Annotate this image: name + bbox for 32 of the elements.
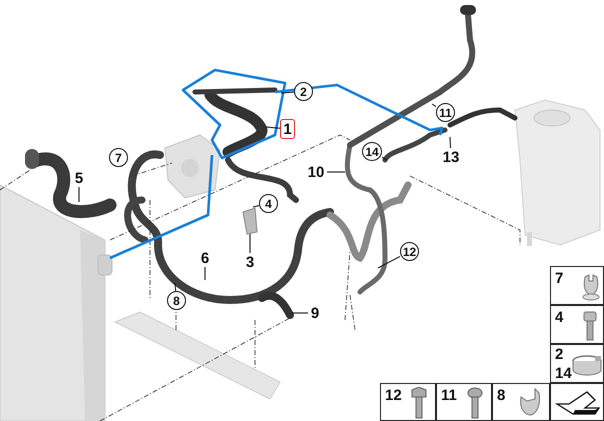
part-number: 4 — [555, 309, 564, 326]
leader-line — [378, 256, 400, 268]
callout-number: 2 — [294, 82, 313, 101]
part-number: 14 — [555, 365, 572, 382]
callout-number: 11 — [436, 103, 455, 122]
leader-line — [266, 126, 280, 129]
leader-line — [78, 186, 80, 202]
part-number: 8 — [497, 387, 506, 404]
callout-number: 9 — [308, 304, 322, 322]
part-number: 11 — [441, 387, 457, 404]
leader-line — [292, 312, 308, 314]
callout-number: 10 — [305, 163, 327, 181]
leader-line — [432, 104, 436, 108]
leader-line — [450, 136, 452, 148]
leader-line — [280, 92, 294, 94]
callout-number: 7 — [109, 148, 128, 167]
callout-number: 12 — [400, 242, 419, 261]
callout-number: 14 — [362, 142, 382, 161]
part-number: 12 — [385, 387, 402, 404]
part-number: 2 — [555, 346, 564, 363]
leader-line — [204, 266, 206, 280]
callout-number: 4 — [259, 194, 278, 213]
callout-number: 13 — [441, 148, 461, 166]
leader-line — [252, 205, 260, 208]
callout-number: 8 — [167, 291, 186, 310]
leader-line — [174, 282, 176, 292]
callout-number: 1 — [280, 119, 295, 139]
callout-number: 3 — [243, 253, 257, 271]
callout-number: 6 — [198, 249, 212, 267]
callout-number: 5 — [72, 169, 86, 187]
leader-line — [382, 156, 388, 160]
part-number: 7 — [555, 270, 564, 287]
